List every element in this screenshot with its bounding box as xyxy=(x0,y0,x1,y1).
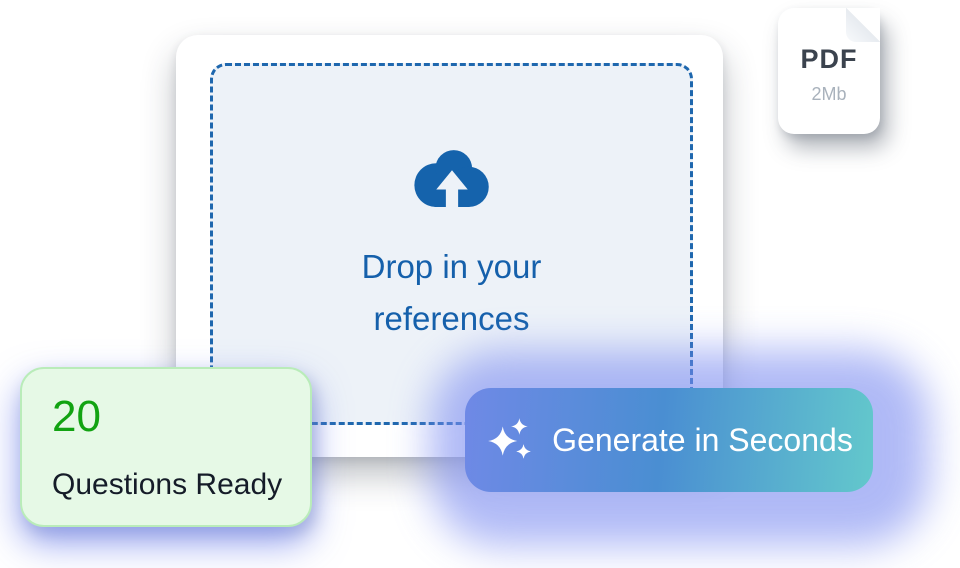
dropzone-title: Drop in your references xyxy=(362,241,542,345)
generate-button-label: Generate in Seconds xyxy=(552,421,853,458)
folded-corner-icon xyxy=(846,8,880,42)
pdf-file-badge: PDF 2Mb xyxy=(778,8,880,134)
sparkles-icon xyxy=(485,414,535,466)
questions-ready-card: 20 Questions Ready xyxy=(20,367,312,527)
questions-label: Questions Ready xyxy=(52,468,283,501)
generate-button[interactable]: Generate in Seconds xyxy=(465,388,873,492)
pdf-file-size: 2Mb xyxy=(811,84,847,104)
dropzone-title-line1: Drop in your xyxy=(361,248,542,285)
pdf-type-label: PDF xyxy=(800,44,858,74)
questions-count: 20 xyxy=(52,392,101,441)
cloud-upload-icon xyxy=(410,143,494,215)
dropzone-title-line2: references xyxy=(373,300,530,337)
